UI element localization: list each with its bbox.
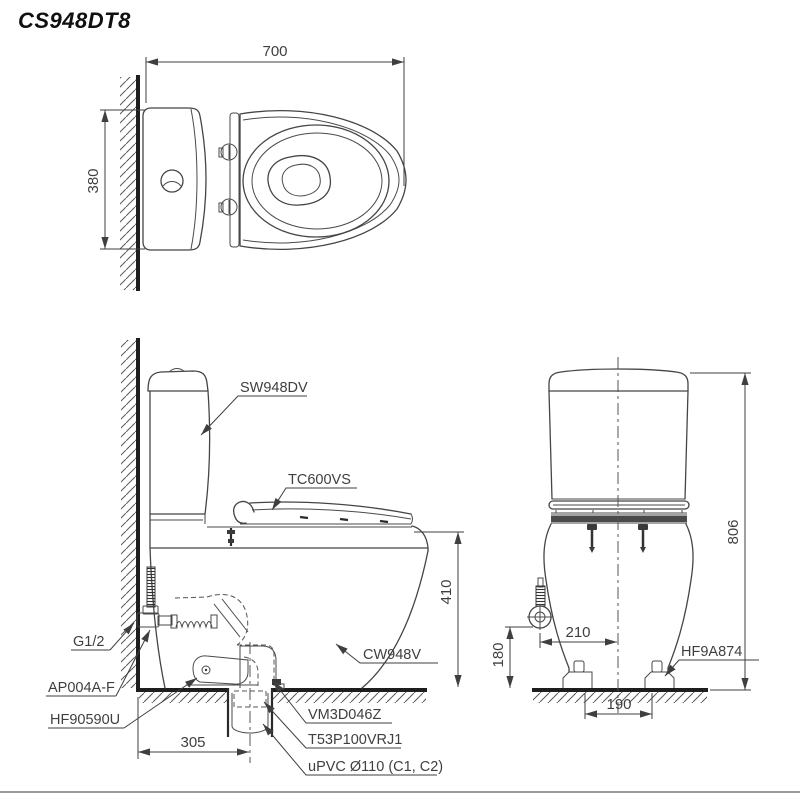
hinge-screw-top (218, 143, 238, 161)
label-elbow: VM3D046Z (272, 680, 392, 724)
stop-valve-side (136, 566, 218, 629)
top-view: 700 380 (85, 43, 407, 291)
dim-seat-height: 410 (438, 579, 455, 604)
svg-text:CW948V: CW948V (363, 647, 421, 663)
label-drain-pipe: uPVC Ø110 (C1, C2) (262, 723, 443, 776)
label-supply-thread: G1/2 (71, 622, 135, 651)
label-bolt-cap: HF9A874 (664, 644, 759, 677)
corrugated-hose (175, 621, 213, 629)
tank-side (147, 368, 211, 515)
tank-plan (142, 107, 207, 251)
dim-top-width: 700 (262, 43, 287, 60)
dim-supply-offset-210: 210 (539, 624, 617, 648)
dim-width-700: 700 (145, 43, 405, 186)
dim-outlet-offset-305: 305 (137, 697, 249, 759)
tank-fixing-bolt (227, 528, 235, 546)
dim-supply-height: 180 (490, 642, 507, 667)
label-stop-valve: AP004A-F (46, 629, 151, 697)
label-tank: SW948DV (200, 380, 308, 436)
fixing-bracket (186, 655, 258, 686)
svg-text:uPVC Ø110 (C1, C2): uPVC Ø110 (C1, C2) (308, 759, 443, 775)
dim-bolt-spacing-190: 190 (584, 693, 653, 719)
floor-hatch-left (139, 692, 228, 703)
trapway-internals (174, 593, 275, 686)
dim-supply-offset: 210 (565, 624, 590, 641)
label-outlet: T53P100VRJ1 (263, 701, 402, 749)
hinge-screw-bottom (218, 198, 238, 216)
seat-bolt-right (638, 524, 648, 553)
svg-text:HF90590U: HF90590U (50, 712, 120, 728)
pedestal-front (543, 523, 694, 688)
dim-depth-380: 380 (85, 109, 145, 250)
floor-hatch-front (533, 692, 707, 703)
label-bowl: CW948V (335, 643, 438, 664)
dim-seat-height-410: 410 (414, 531, 464, 687)
svg-text:T53P100VRJ1: T53P100VRJ1 (308, 732, 402, 748)
svg-text:G1/2: G1/2 (73, 634, 104, 650)
seat-front (548, 500, 690, 524)
svg-text:TC600VS: TC600VS (288, 472, 351, 488)
dim-total-height: 806 (725, 519, 742, 544)
dim-supply-height-180: 180 (490, 626, 533, 688)
foot-left (562, 660, 593, 688)
dim-outlet-offset: 305 (180, 734, 205, 751)
dim-bolt-spacing: 190 (606, 696, 631, 713)
bottom-divider (0, 791, 800, 793)
svg-text:VM3D046Z: VM3D046Z (308, 707, 381, 723)
front-view: 806 180 210 190 H (490, 357, 759, 719)
product-code-title: CS948DT8 (18, 8, 131, 33)
dim-top-depth: 380 (85, 168, 102, 193)
seat-plan (239, 109, 407, 251)
outlet-elbow (239, 645, 285, 690)
side-view: 410 305 SW948DV TC600VS CW948V (46, 338, 464, 776)
water-spot-outer (267, 155, 332, 206)
seat-side (227, 500, 413, 546)
bowl-side (149, 513, 429, 689)
svg-text:SW948DV: SW948DV (240, 380, 308, 396)
dim-total-height-806: 806 (690, 372, 751, 691)
wall-hatch-side (121, 340, 137, 688)
valve-symbol-front (527, 577, 553, 630)
flush-button (160, 169, 184, 193)
water-spot-inner (281, 163, 321, 197)
foot-right (644, 660, 675, 688)
hinge-bar (551, 516, 687, 522)
drain-pipe (226, 642, 274, 763)
label-seat: TC600VS (271, 472, 357, 511)
seat-hinge-plan (218, 112, 240, 248)
floor-hatch-right (273, 692, 426, 703)
label-fixing-kit: HF90590U (48, 677, 198, 729)
seat-bolt-left (587, 524, 597, 553)
svg-text:HF9A874: HF9A874 (681, 644, 742, 660)
svg-text:AP004A-F: AP004A-F (48, 680, 115, 696)
wall-hatch (120, 77, 137, 290)
